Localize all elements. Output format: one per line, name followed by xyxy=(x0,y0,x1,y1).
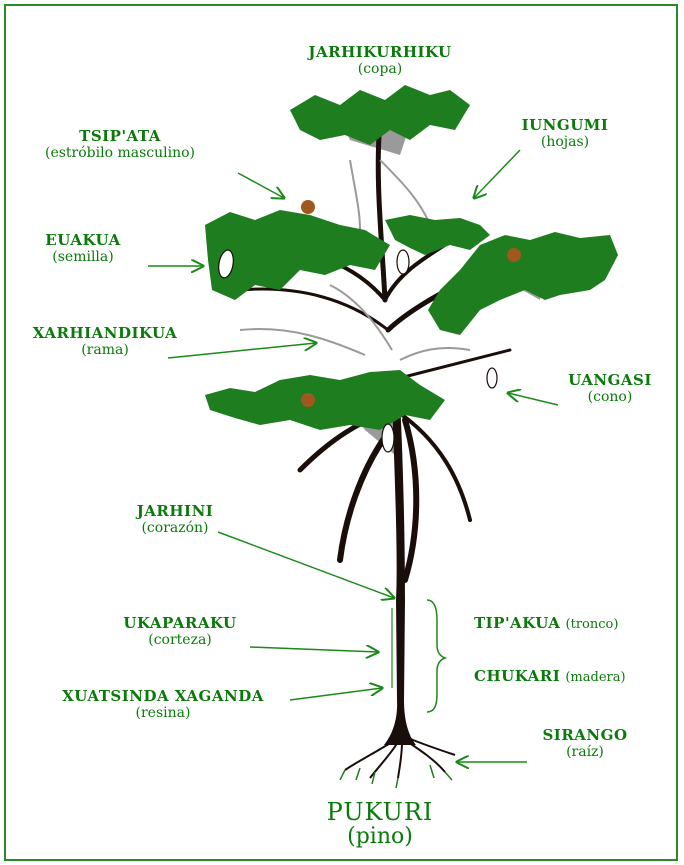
label-gloss: (cono) xyxy=(560,389,660,405)
branches xyxy=(240,120,520,580)
label-gloss: (estróbilo masculino) xyxy=(20,145,220,161)
root-hairs xyxy=(340,765,452,788)
label-name: EUAKUA xyxy=(18,232,148,249)
label-tipakua: TIP'AKUA (tronco) xyxy=(474,613,618,632)
label-gloss: (resina) xyxy=(38,705,288,721)
label-gloss: (tronco) xyxy=(566,617,619,632)
label-gloss: (corazón) xyxy=(110,520,240,536)
label-name: UANGASI xyxy=(560,372,660,389)
label-name: IUNGUMI xyxy=(515,117,615,134)
label-name: TIP'AKUA xyxy=(474,614,560,632)
label-jarhikurhiku: JARHIKURHIKU (copa) xyxy=(300,44,460,77)
label-sirango: SIRANGO (raíz) xyxy=(530,727,640,760)
label-gloss: (madera) xyxy=(565,670,625,685)
label-name: SIRANGO xyxy=(530,727,640,744)
label-ukaparaku: UKAPARAKU (corteza) xyxy=(105,615,255,648)
trunk-bracket xyxy=(427,600,445,712)
label-name: JARHIKURHIKU xyxy=(300,44,460,61)
label-name: TSIP'ATA xyxy=(20,128,220,145)
label-gloss: (semilla) xyxy=(18,249,148,265)
label-name: JARHINI xyxy=(110,503,240,520)
label-gloss: (rama) xyxy=(20,342,190,358)
label-iungumi: IUNGUMI (hojas) xyxy=(515,117,615,150)
label-gloss: (corteza) xyxy=(105,632,255,648)
label-name: XARHIANDIKUA xyxy=(20,325,190,342)
label-name: XUATSINDA XAGANDA xyxy=(38,688,288,705)
label-jarhini: JARHINI (corazón) xyxy=(110,503,240,536)
label-tsipata: TSIP'ATA (estróbilo masculino) xyxy=(20,128,220,161)
label-xarhiandikua: XARHIANDIKUA (rama) xyxy=(20,325,190,358)
label-name: UKAPARAKU xyxy=(105,615,255,632)
label-name: CHUKARI xyxy=(474,667,560,685)
title-name: PUKURI xyxy=(300,800,460,825)
diagram-title: PUKURI (pino) xyxy=(300,800,460,848)
label-chukari: CHUKARI (madera) xyxy=(474,666,626,685)
label-euakua: EUAKUA (semilla) xyxy=(18,232,148,265)
title-gloss: (pino) xyxy=(300,825,460,848)
label-gloss: (hojas) xyxy=(515,134,615,150)
label-gloss: (raíz) xyxy=(530,744,640,760)
label-uangasi: UANGASI (cono) xyxy=(560,372,660,405)
label-gloss: (copa) xyxy=(300,61,460,77)
label-xuatsinda: XUATSINDA XAGANDA (resina) xyxy=(38,688,288,721)
